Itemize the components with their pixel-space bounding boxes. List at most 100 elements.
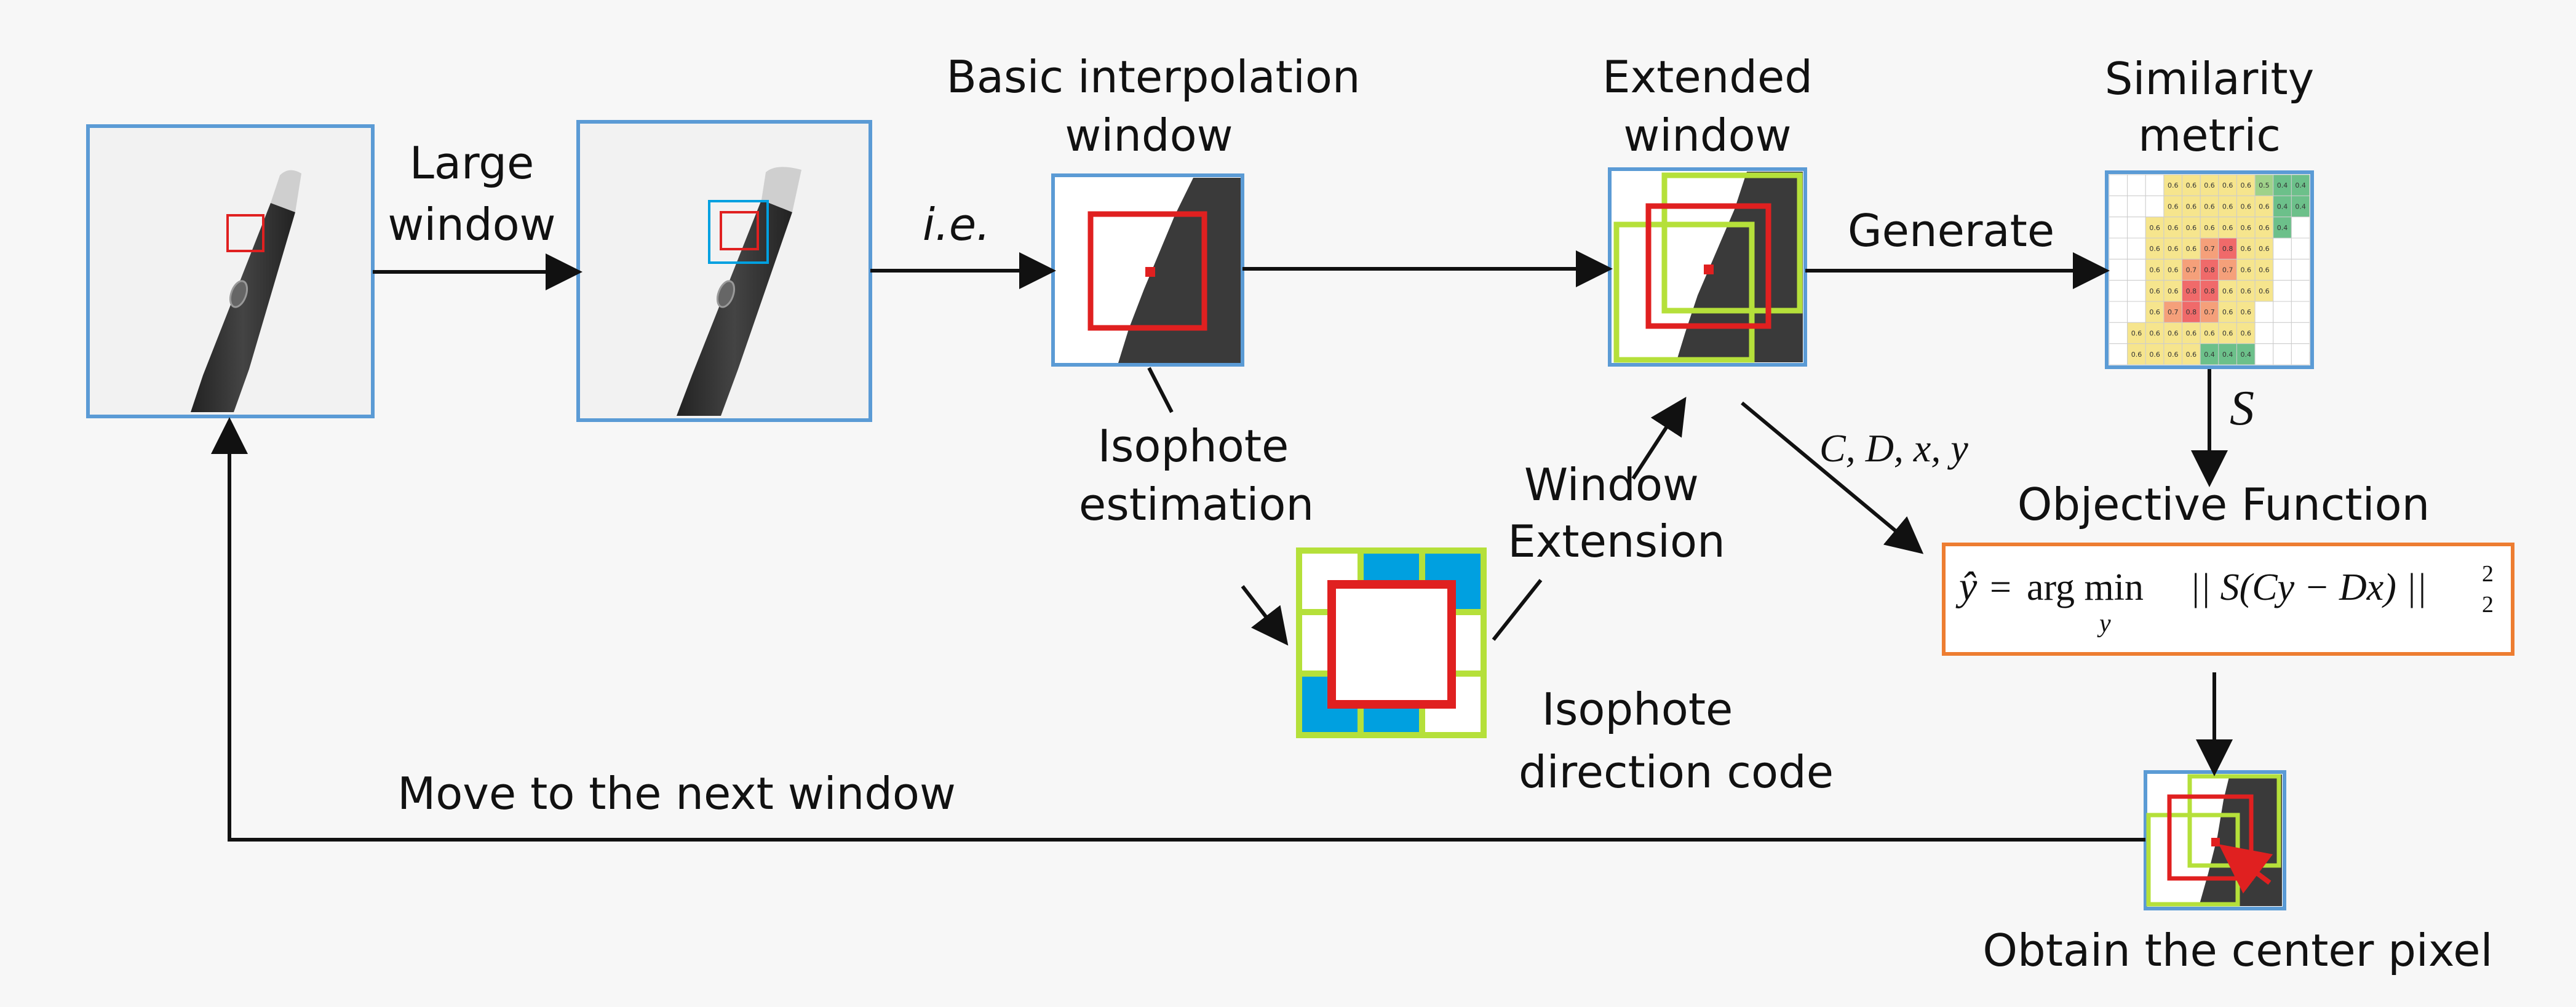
similarity-value: 0.6 bbox=[2241, 245, 2252, 253]
similarity-value: 0.6 bbox=[2241, 330, 2252, 338]
similarity-value: 0.6 bbox=[2186, 351, 2197, 359]
objective-function-box: ŷ = arg min y || S(Cy − Dx) || 2 2 bbox=[1942, 543, 2514, 656]
label-extended-window: window bbox=[1623, 109, 1791, 161]
similarity-value: 0.8 bbox=[2222, 245, 2233, 253]
formula-sup: 2 bbox=[2482, 561, 2494, 587]
similarity-value: 0.8 bbox=[2204, 287, 2215, 295]
similarity-cell bbox=[2163, 280, 2183, 302]
connectors bbox=[211, 250, 2233, 842]
similarity-cell bbox=[2254, 217, 2274, 239]
label-window: window bbox=[388, 199, 555, 250]
similarity-cell bbox=[2200, 343, 2219, 365]
similarity-cell bbox=[2127, 217, 2146, 239]
similarity-value: 0.4 bbox=[2222, 351, 2233, 359]
label-metric: metric bbox=[2138, 109, 2281, 161]
similarity-cell bbox=[2236, 343, 2256, 365]
similarity-value: 0.6 bbox=[2131, 351, 2142, 359]
similarity-value: 0.6 bbox=[2186, 203, 2197, 211]
similarity-cell bbox=[2218, 280, 2237, 302]
similarity-cell bbox=[2109, 195, 2128, 218]
similarity-value: 0.6 bbox=[2186, 245, 2197, 253]
label-cdxy: C, D, x, y bbox=[1819, 426, 1968, 470]
similarity-cell bbox=[2218, 217, 2237, 239]
similarity-value: 0.6 bbox=[2204, 181, 2215, 189]
similarity-cell bbox=[2163, 322, 2183, 344]
label-similarity: Similarity bbox=[2105, 53, 2314, 105]
similarity-cell bbox=[2127, 195, 2146, 218]
similarity-value: 0.6 bbox=[2241, 287, 2252, 295]
similarity-value: 0.6 bbox=[2149, 330, 2160, 338]
similarity-cell bbox=[2254, 258, 2274, 281]
similarity-value: 0.6 bbox=[2259, 266, 2270, 274]
similarity-value: 0.4 bbox=[2295, 181, 2306, 189]
similarity-cell bbox=[2291, 280, 2310, 302]
similarity-value: 0.7 bbox=[2222, 266, 2233, 274]
similarity-cell bbox=[2254, 237, 2274, 260]
label-large: Large bbox=[410, 137, 535, 189]
similarity-value: 0.4 bbox=[2277, 224, 2288, 232]
similarity-value: 0.6 bbox=[2259, 287, 2270, 295]
similarity-cell bbox=[2291, 195, 2310, 218]
formula-body: || S(Cy − Dx) || bbox=[2190, 567, 2427, 608]
similarity-cell bbox=[2273, 322, 2292, 344]
similarity-value: 0.6 bbox=[2222, 308, 2233, 316]
label-isophote-2: Isophote bbox=[1542, 683, 1733, 735]
large-window-image-panel bbox=[576, 120, 872, 422]
similarity-cell bbox=[2236, 174, 2256, 196]
similarity-cell bbox=[2291, 258, 2310, 281]
similarity-cell bbox=[2127, 343, 2146, 365]
label-generate: Generate bbox=[1848, 205, 2054, 257]
similarity-cell bbox=[2127, 280, 2146, 302]
similarity-cell bbox=[2109, 322, 2128, 344]
similarity-cell bbox=[2273, 237, 2292, 260]
label-s: S bbox=[2230, 381, 2254, 436]
similarity-value: 0.8 bbox=[2186, 308, 2197, 316]
formula-argmin: arg min bbox=[2027, 567, 2144, 608]
similarity-value: 0.8 bbox=[2186, 287, 2197, 295]
similarity-value: 0.6 bbox=[2222, 330, 2233, 338]
similarity-cell bbox=[2273, 258, 2292, 281]
formula-eq: = bbox=[1990, 567, 2011, 608]
small-red-window bbox=[226, 214, 264, 252]
similarity-cell bbox=[2273, 280, 2292, 302]
label-isophote: Isophote bbox=[1098, 420, 1289, 472]
similarity-value: 0.6 bbox=[2204, 203, 2215, 211]
similarity-value: 0.6 bbox=[2241, 181, 2252, 189]
similarity-cell bbox=[2127, 258, 2146, 281]
large-image-panel bbox=[86, 124, 375, 418]
similarity-value: 0.6 bbox=[2241, 224, 2252, 232]
similarity-cell bbox=[2145, 301, 2165, 323]
similarity-cell bbox=[2127, 174, 2146, 196]
similarity-cell bbox=[2163, 174, 2183, 196]
center-pixel-panel bbox=[2144, 770, 2286, 910]
similarity-value: 0.6 bbox=[2149, 287, 2160, 295]
similarity-cell bbox=[2145, 258, 2165, 281]
similarity-cell bbox=[2236, 217, 2256, 239]
similarity-value: 0.6 bbox=[2168, 245, 2179, 253]
similarity-value: 0.4 bbox=[2277, 181, 2288, 189]
extended-window-panel bbox=[1608, 167, 1807, 367]
similarity-value: 0.6 bbox=[2204, 330, 2215, 338]
similarity-value: 0.6 bbox=[2259, 203, 2270, 211]
center-pointer-arrow bbox=[2219, 844, 2273, 894]
similarity-value: 0.6 bbox=[2168, 351, 2179, 359]
similarity-cell bbox=[2163, 217, 2183, 239]
similarity-cell bbox=[2218, 174, 2237, 196]
similarity-cell bbox=[2109, 237, 2128, 260]
line-window-extension bbox=[1492, 579, 1543, 641]
similarity-value: 0.6 bbox=[2149, 351, 2160, 359]
similarity-value: 0.6 bbox=[2186, 330, 2197, 338]
similarity-cell bbox=[2218, 258, 2237, 281]
similarity-value: 0.6 bbox=[2241, 308, 2252, 316]
similarity-value: 0.6 bbox=[2222, 181, 2233, 189]
similarity-value: 0.4 bbox=[2204, 351, 2215, 359]
similarity-value: 0.6 bbox=[2168, 224, 2179, 232]
similarity-cell bbox=[2200, 174, 2219, 196]
similarity-cell bbox=[2273, 195, 2292, 218]
label-basic-interpolation: Basic interpolation bbox=[946, 51, 1360, 103]
similarity-value: 0.7 bbox=[2186, 266, 2197, 274]
similarity-cell bbox=[2109, 280, 2128, 302]
labels: Large window i.e. Basic interpolation wi… bbox=[388, 51, 2492, 976]
label-ie: i.e. bbox=[923, 199, 990, 250]
